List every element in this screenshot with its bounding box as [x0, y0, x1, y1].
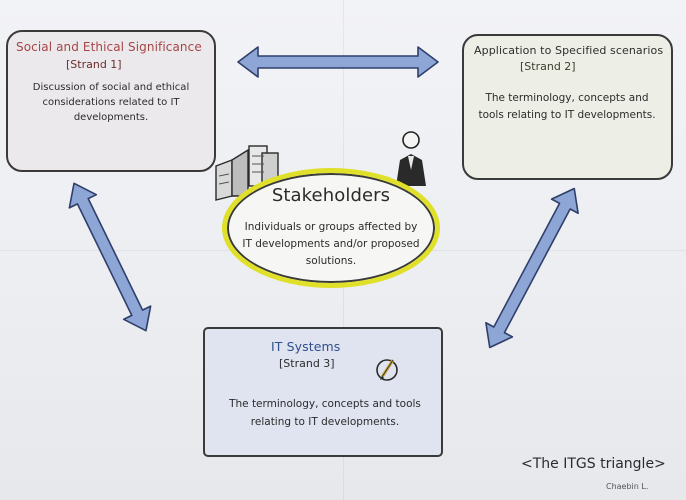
application-description: The terminology, concepts and tools rela… [478, 92, 656, 121]
arrow-social-application [237, 46, 439, 78]
application-title: Application to Specified scenarios [474, 44, 664, 57]
arrow-social-itsystems [68, 182, 152, 332]
social-ethical-description: Discussion of social and ethical conside… [32, 82, 190, 123]
arrow-application-itsystems [485, 187, 579, 349]
social-ethical-title: Social and Ethical Significance [16, 40, 202, 54]
it-systems-title: IT Systems [271, 339, 341, 354]
social-ethical-box: Social and Ethical Significance [Strand … [6, 30, 216, 172]
it-systems-box: IT Systems [Strand 3] The terminology, c… [203, 327, 443, 457]
social-ethical-strand: [Strand 1] [66, 58, 122, 71]
diagram-caption: <The ITGS triangle> [521, 456, 666, 472]
it-systems-strand: [Strand 3] [279, 357, 335, 370]
person-icon [396, 131, 426, 186]
application-box: Application to Specified scenarios [Stra… [462, 34, 673, 180]
application-strand: [Strand 2] [520, 60, 576, 73]
it-systems-description: The terminology, concepts and tools rela… [229, 398, 421, 428]
stakeholders-ellipse: Stakeholders Individuals or groups affec… [222, 168, 440, 288]
stakeholders-description: Individuals or groups affected by IT dev… [242, 221, 420, 267]
author-signature: Chaebin L. [606, 482, 649, 491]
pen-icon [376, 359, 398, 381]
stakeholders-title: Stakeholders [271, 185, 391, 206]
